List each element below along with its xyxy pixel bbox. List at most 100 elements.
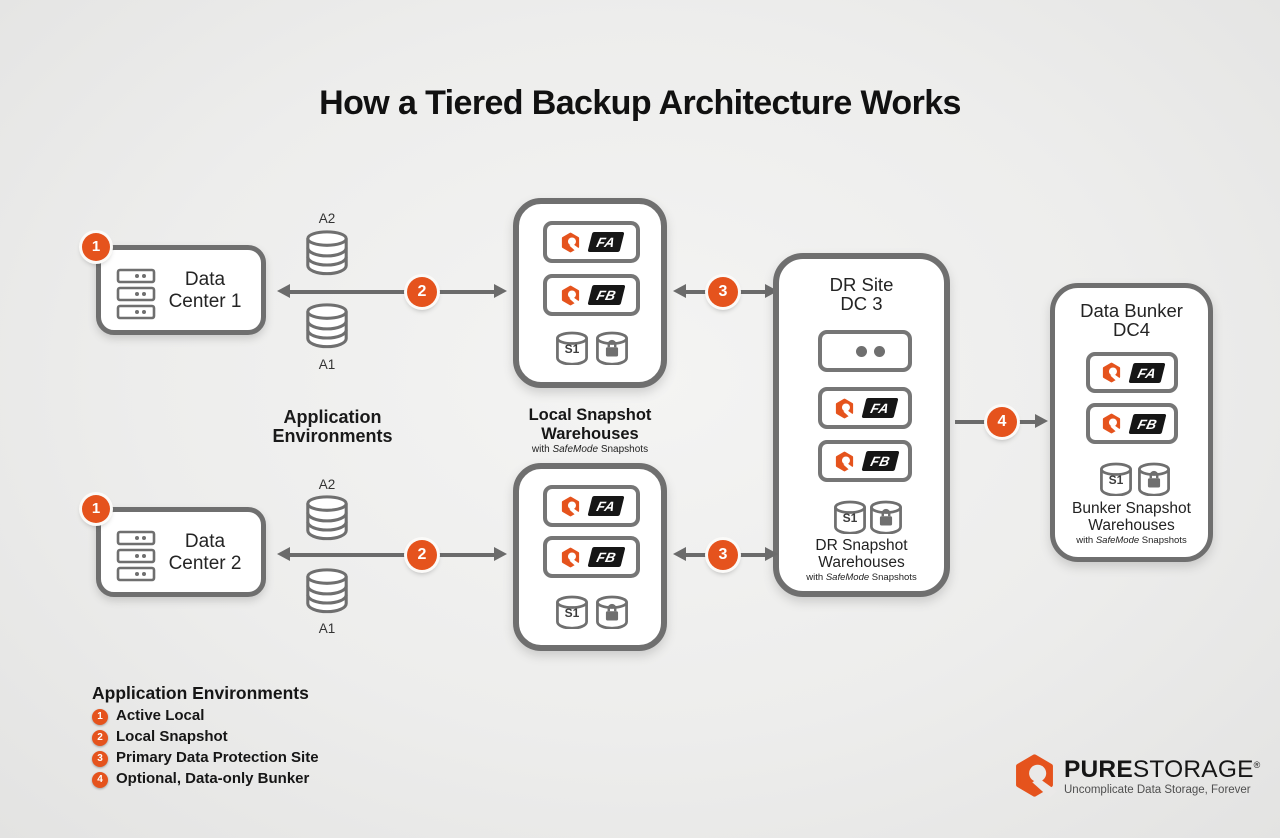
s1-snapshot-cylinder: S1: [554, 595, 590, 629]
pure-storage-mark-icon: [562, 232, 582, 253]
flashblade-unit: FB: [1086, 403, 1178, 444]
pure-storage-mark-icon: [1012, 753, 1057, 798]
lock-cylinder-icon: [870, 500, 902, 534]
safemode-lock-cylinder: [868, 500, 904, 534]
s1-snapshot-cylinder: S1: [1098, 462, 1134, 496]
data-center-2-box: Data Center 2: [96, 507, 266, 597]
flashblade-unit: FB: [543, 536, 640, 578]
pure-storage-logo: PURESTORAGE® Uncomplicate Data Storage, …: [1012, 753, 1260, 798]
arrowhead-right-icon: [1035, 414, 1048, 429]
arrow-shaft: [286, 553, 498, 557]
lock-cylinder-icon: [596, 595, 628, 629]
flasharray-unit: FA: [543, 485, 640, 527]
local-snapshot-warehouses-caption: Local Snapshot Warehouses with SafeMode …: [470, 406, 710, 455]
step-badge-2-top: 2: [407, 277, 437, 307]
pure-storage-mark-icon: [835, 398, 855, 419]
database-stack-icon: [306, 230, 348, 276]
dot-icon: [873, 345, 885, 357]
arrowhead-left-icon: [673, 547, 686, 562]
arrowhead-right-icon: [765, 547, 778, 562]
local-snapshot-warehouse-bottom-box: FA FB S1: [513, 463, 667, 651]
safemode-subcaption: with SafeMode Snapshots: [806, 572, 917, 583]
flasharray-badge: FA: [587, 232, 626, 252]
application-environments-mid-label: Application Environments: [272, 407, 393, 446]
flashblade-badge: FB: [587, 285, 626, 305]
flow-arrow-dr-bottom: 3: [673, 540, 778, 570]
flasharray-badge: FA: [861, 398, 899, 418]
local-snapshot-warehouse-top-box: FA FB S1: [513, 198, 667, 388]
flashblade-badge: FB: [1128, 413, 1166, 434]
flasharray-badge: FA: [587, 496, 626, 516]
s1-label: S1: [1108, 473, 1124, 487]
legend-badge-4: 4: [92, 772, 108, 788]
pure-storage-mark-icon: [561, 547, 581, 568]
safemode-lock-cylinder: [594, 331, 630, 365]
database-stack-icon: [306, 303, 348, 349]
pure-storage-mark-icon: [561, 285, 581, 306]
lock-cylinder-icon: [1138, 462, 1170, 496]
flasharray-unit: FA: [818, 387, 912, 429]
arrowhead-right-icon: [494, 547, 507, 562]
bunker-snapshot-warehouses-caption: Bunker Snapshot Warehouses with SafeMode…: [1055, 500, 1208, 546]
data-bunker-title: Data Bunker DC4: [1080, 300, 1183, 340]
data-bunker-box: Data Bunker DC4 FA FB S1 Bunker Snapshot…: [1050, 283, 1213, 562]
legend-heading: Application Environments: [92, 683, 309, 703]
dr-snapshot-warehouses-caption: DR Snapshot Warehouses with SafeMode Sna…: [779, 537, 944, 583]
flashblade-badge: FB: [587, 547, 626, 567]
data-center-1-box: Data Center 1: [96, 245, 266, 335]
legend-badge-2: 2: [92, 730, 108, 746]
dr-site-box: DR Site DC 3 FA FB S1 DR Snapshot Wareho…: [773, 253, 950, 597]
flasharray-unit: FA: [1086, 352, 1178, 393]
pure-storage-mark-icon: [562, 496, 582, 517]
s1-label: S1: [842, 511, 858, 525]
legend-badge-1: 1: [92, 709, 108, 725]
safemode-subcaption: with SafeMode Snapshots: [531, 444, 649, 455]
server-dots-unit: [818, 330, 912, 372]
flow-arrow-bunker: 4: [955, 407, 1048, 437]
flashblade-unit: FB: [818, 440, 912, 482]
flasharray-unit: FA: [543, 221, 640, 263]
s1-label: S1: [564, 606, 580, 620]
dot-icon: [855, 345, 867, 357]
step-badge-1-bottom: 1: [82, 495, 110, 523]
step-badge-3-bottom: 3: [708, 540, 738, 570]
volume-a2-label-top: A2: [318, 211, 336, 226]
brand-text: PURESTORAGE® Uncomplicate Data Storage, …: [1064, 756, 1260, 796]
data-center-1-label: Data Center 1: [168, 269, 242, 312]
data-center-2-label: Data Center 2: [168, 531, 242, 574]
flow-arrow-local-snapshot-top: 2: [277, 277, 507, 307]
arrowhead-left-icon: [277, 284, 290, 299]
flashblade-unit: FB: [543, 274, 640, 316]
legend-badge-3: 3: [92, 751, 108, 767]
flashblade-badge: FB: [861, 451, 899, 471]
s1-label: S1: [564, 342, 580, 356]
pure-storage-mark-icon: [835, 451, 855, 472]
step-badge-2-bottom: 2: [407, 540, 437, 570]
step-badge-1-top: 1: [82, 233, 110, 261]
flow-arrow-dr-top: 3: [673, 277, 778, 307]
volume-a1-label-bottom: A1: [318, 621, 336, 636]
arrowhead-left-icon: [277, 547, 290, 562]
flasharray-badge: FA: [1128, 362, 1166, 383]
volume-a2-label-bottom: A2: [318, 477, 336, 492]
lock-cylinder-icon: [596, 331, 628, 365]
arrowhead-left-icon: [673, 284, 686, 299]
s1-snapshot-cylinder: S1: [554, 331, 590, 365]
s1-snapshot-cylinder: S1: [832, 500, 868, 534]
safemode-subcaption: with SafeMode Snapshots: [1076, 535, 1187, 546]
flow-arrow-local-snapshot-bottom: 2: [277, 540, 507, 570]
arrow-shaft: [286, 290, 498, 294]
brand-wordmark: PURESTORAGE®: [1064, 755, 1261, 783]
safemode-lock-cylinder: [1136, 462, 1172, 496]
server-stack-icon: [116, 530, 156, 582]
volume-a1-label-top: A1: [318, 357, 336, 372]
page-title: How a Tiered Backup Architecture Works: [319, 84, 961, 122]
dr-site-title: DR Site DC 3: [829, 274, 894, 314]
brand-tagline: Uncomplicate Data Storage, Forever: [1064, 783, 1251, 796]
database-stack-icon: [306, 568, 348, 614]
arrowhead-right-icon: [494, 284, 507, 299]
database-stack-icon: [306, 495, 348, 541]
step-badge-3-top: 3: [708, 277, 738, 307]
safemode-lock-cylinder: [594, 595, 630, 629]
